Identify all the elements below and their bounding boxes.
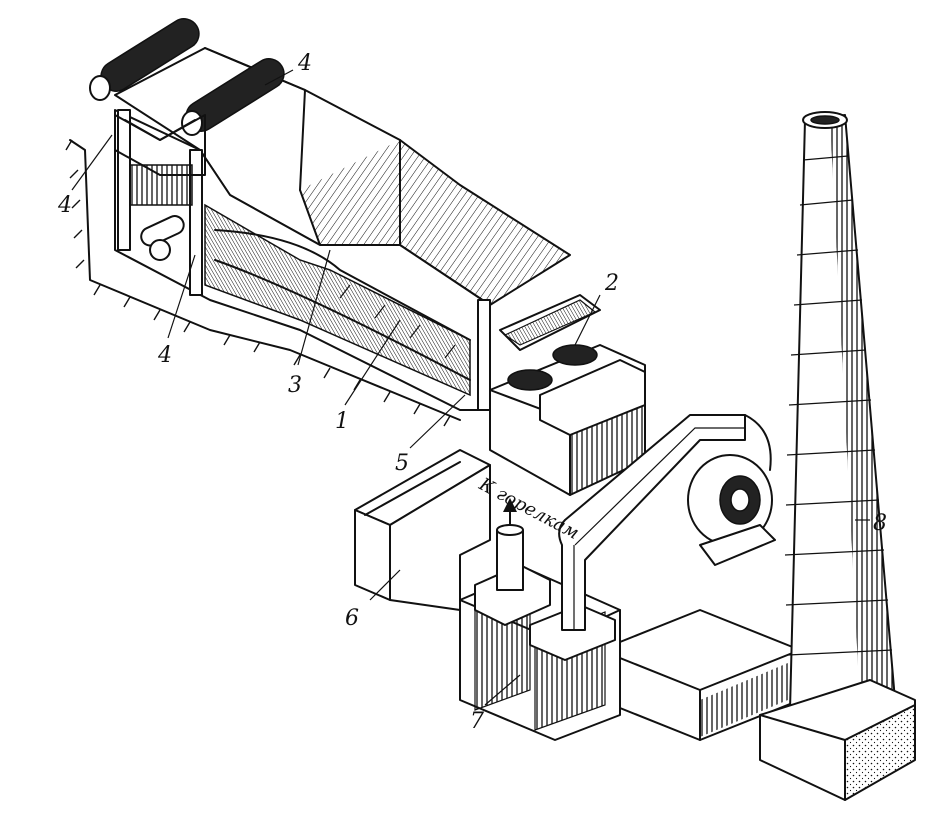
label-4-bottom: 4	[157, 343, 172, 368]
label-7: 7	[470, 709, 484, 734]
flue-duct	[354, 449, 801, 741]
chimney	[759, 111, 916, 801]
label-8: 8	[873, 511, 887, 536]
leader-lines	[71, 69, 870, 706]
air-pipe	[558, 414, 746, 631]
furnace-body	[114, 47, 571, 411]
exit-block	[489, 294, 646, 496]
label-2: 2	[604, 271, 619, 296]
ground-hatching	[65, 139, 461, 427]
label-1: 1	[335, 409, 349, 434]
label-6: 6	[345, 606, 359, 631]
fan	[687, 414, 776, 566]
label-4-left: 4	[57, 193, 72, 218]
roll-frame	[114, 114, 206, 176]
roll-1	[89, 18, 200, 101]
label-5: 5	[395, 451, 409, 476]
label-3: 3	[288, 373, 302, 398]
label-4-top: 4	[297, 51, 312, 76]
